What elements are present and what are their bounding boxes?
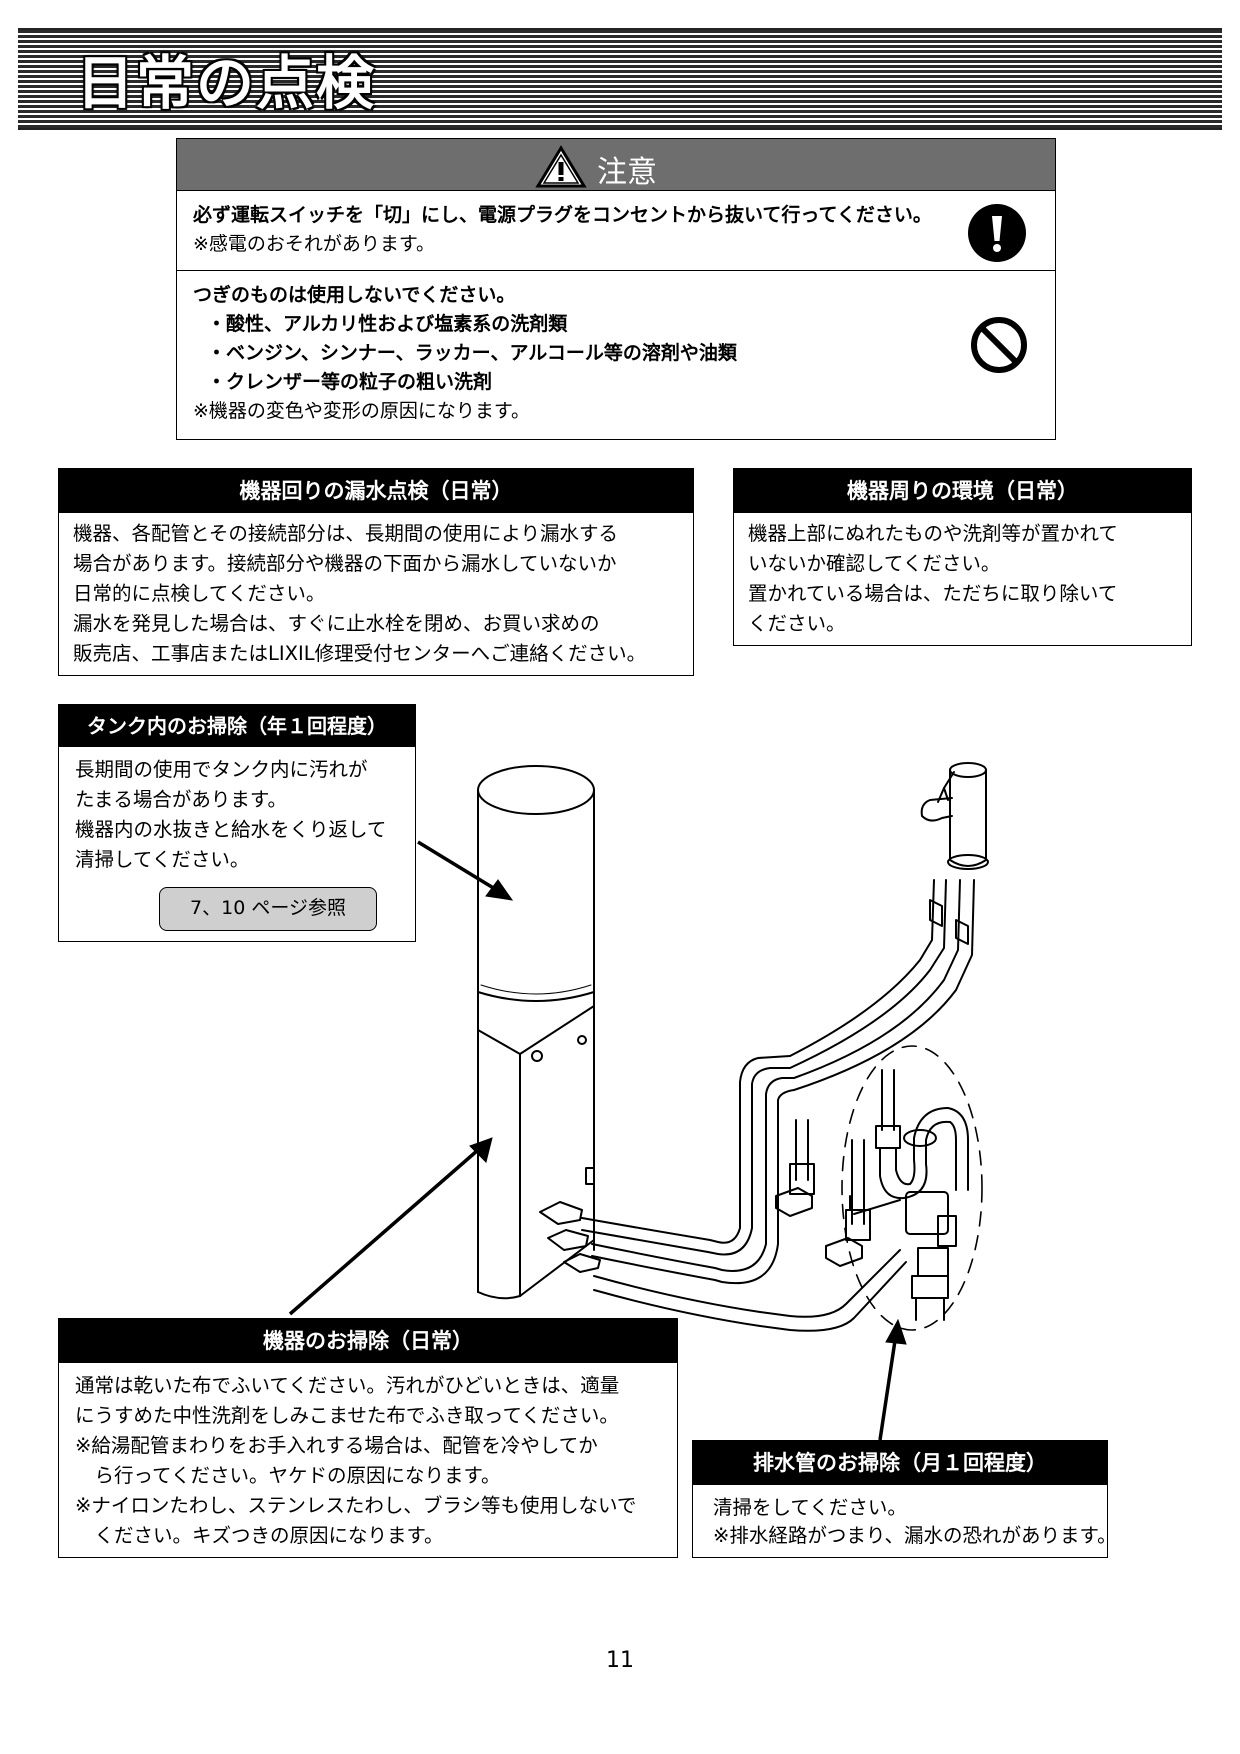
caution-prohibited-item: ・クレンザー等の粒子の粗い洗剤 <box>207 371 493 393</box>
drain-cleaning-line: 清掃をしてください。 <box>713 1496 907 1519</box>
warning-triangle-icon <box>535 145 587 188</box>
environment-box: 機器周りの環境（日常） 機器上部にぬれたものや洗剤等が置かれて いないか確認して… <box>733 468 1192 646</box>
environment-line: ください。 <box>748 612 846 635</box>
caution-prohibited-item: ・酸性、アルカリ性および塩素系の洗剤類 <box>207 313 568 335</box>
prohibition-icon <box>971 317 1027 373</box>
leak-check-line: 日常的に点検してください。 <box>73 582 326 605</box>
page-title: 日常の点検 <box>76 49 377 117</box>
tank-cleaning-header: タンク内のお掃除（年１回程度） <box>59 705 415 747</box>
leak-check-header: 機器回りの漏水点検（日常） <box>59 469 693 513</box>
drain-cleaning-header: 排水管のお掃除（月１回程度） <box>693 1441 1107 1485</box>
caution-mandatory-text: 必ず運転スイッチを「切」にし、電源プラグをコンセントから抜いて行ってください。 <box>193 204 932 226</box>
tank-cleaning-line: 機器内の水抜きと給水をくり返して <box>75 818 387 841</box>
tank-cleaning-box: タンク内のお掃除（年１回程度） 長期間の使用でタンク内に汚れが たまる場合があり… <box>58 704 416 942</box>
device-cleaning-line: ※ナイロンたわし、ステンレスたわし、ブラシ等も使用しないで <box>75 1494 637 1517</box>
leak-check-line: 場合があります。接続部分や機器の下面から漏水していないか <box>73 552 617 575</box>
device-cleaning-line: ※給湯配管まわりをお手入れする場合は、配管を冷やしてか <box>75 1434 598 1457</box>
device-cleaning-line: ら行ってください。ヤケドの原因になります。 <box>75 1464 501 1487</box>
caution-prohibited-item: ・ベンジン、シンナー、ラッカー、アルコール等の溶剤や油類 <box>207 342 737 364</box>
caution-prohibited-text: つぎのものは使用しないでください。 <box>193 284 516 306</box>
leak-check-line: 漏水を発見した場合は、すぐに止水栓を閉め、お買い求めの <box>73 612 600 635</box>
drain-cleaning-line: ※排水経路がつまり、漏水の恐れがあります。 <box>713 1524 1117 1547</box>
tank-cleaning-line: 長期間の使用でタンク内に汚れが <box>75 758 368 781</box>
environment-header: 機器周りの環境（日常） <box>734 469 1191 513</box>
environment-line: 置かれている場合は、ただちに取り除いて <box>748 582 1118 605</box>
drain-cleaning-box: 排水管のお掃除（月１回程度） 清掃をしてください。 ※排水経路がつまり、漏水の恐… <box>692 1440 1117 1558</box>
page-reference-button[interactable]: 7、10 ページ参照 <box>159 887 377 931</box>
caution-row-mandatory: 必ず運転スイッチを「切」にし、電源プラグをコンセントから抜いて行ってください。 … <box>177 191 1055 271</box>
device-cleaning-line: ください。キズつきの原因になります。 <box>75 1524 444 1547</box>
environment-line: 機器上部にぬれたものや洗剤等が置かれて <box>748 522 1118 545</box>
device-cleaning-box: 機器のお掃除（日常） 通常は乾いた布でふいてください。汚れがひどいときは、適量 … <box>58 1318 678 1558</box>
leak-check-box: 機器回りの漏水点検（日常） 機器、各配管とその接続部分は、長期間の使用により漏水… <box>58 468 694 676</box>
caution-prohibited-note: ※機器の変色や変形の原因になります。 <box>193 400 531 422</box>
tank-cleaning-line: たまる場合があります。 <box>75 788 287 811</box>
caution-row-prohibited: つぎのものは使用しないでください。 ・酸性、アルカリ性および塩素系の洗剤類 ・ベ… <box>177 271 1055 439</box>
environment-line: いないか確認してください。 <box>748 552 1001 575</box>
leak-check-line: 販売店、工事店またはLIXIL修理受付センターへご連絡ください。 <box>73 642 647 665</box>
page-number: 11 <box>606 1648 634 1673</box>
device-cleaning-line: 通常は乾いた布でふいてください。汚れがひどいときは、適量 <box>75 1374 620 1397</box>
leak-check-line: 機器、各配管とその接続部分は、長期間の使用により漏水する <box>73 522 619 545</box>
device-cleaning-line: にうすめた中性洗剤をしみこませた布でふき取ってください。 <box>75 1404 619 1427</box>
caution-header: 注意 <box>177 139 1055 191</box>
title-banner <box>18 28 1222 130</box>
device-cleaning-header: 機器のお掃除（日常） <box>59 1319 677 1363</box>
caution-box: 注意 必ず運転スイッチを「切」にし、電源プラグをコンセントから抜いて行ってくださ… <box>176 138 1056 440</box>
tank-cleaning-line: 清掃してください。 <box>75 848 250 871</box>
caution-mandatory-note: ※感電のおそれがあります。 <box>193 233 436 255</box>
exclamation-circle-icon <box>968 204 1026 262</box>
caution-title: 注意 <box>597 155 657 190</box>
